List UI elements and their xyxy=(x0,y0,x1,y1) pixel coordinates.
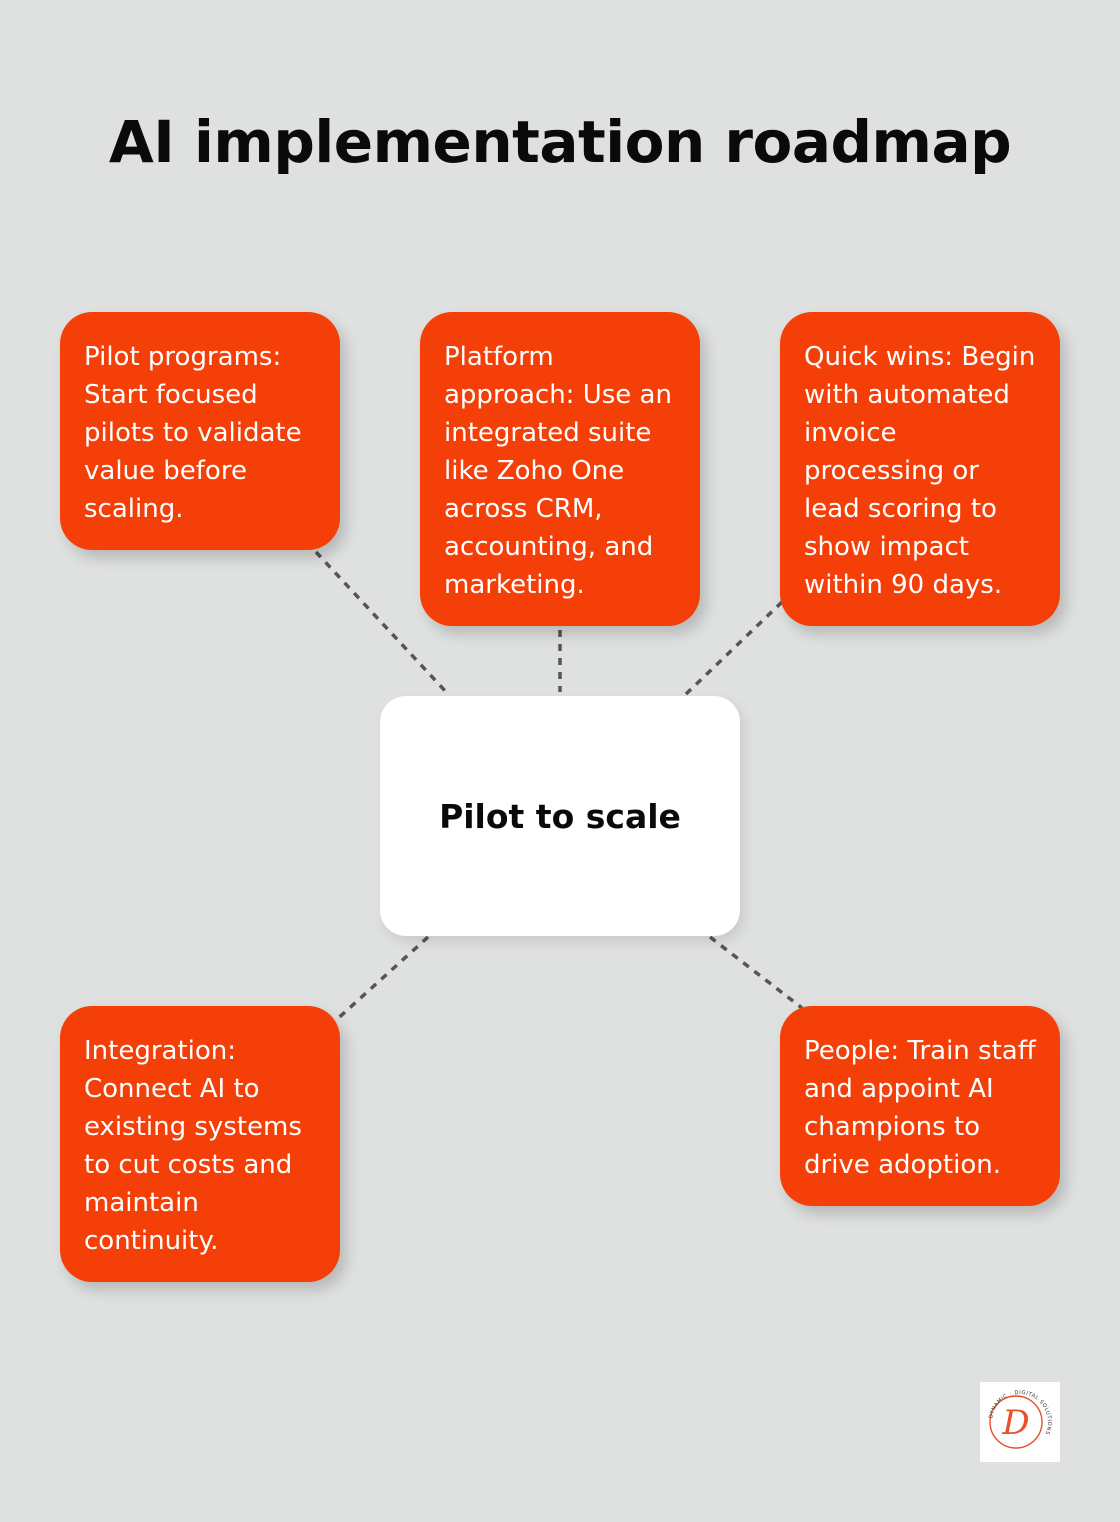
brand-logo: D DYNAMIC · DIGITAL SOLUTIONS xyxy=(980,1382,1060,1462)
connector-pilot-programs xyxy=(314,550,450,696)
card-pilot-programs: Pilot programs: Start focused pilots to … xyxy=(60,312,340,550)
logo-letter: D xyxy=(1001,1403,1029,1443)
card-people: People: Train staff and appoint AI champ… xyxy=(780,1006,1060,1206)
center-node: Pilot to scale xyxy=(380,696,740,936)
center-label: Pilot to scale xyxy=(439,796,681,836)
card-integration: Integration: Connect AI to existing syst… xyxy=(60,1006,340,1282)
connector-people xyxy=(708,935,804,1010)
connector-quick-wins xyxy=(684,600,784,696)
card-platform-approach: Platform approach: Use an integrated sui… xyxy=(420,312,700,626)
connector-integration xyxy=(332,935,430,1024)
logo-icon: D DYNAMIC · DIGITAL SOLUTIONS xyxy=(988,1390,1051,1449)
page-title: AI implementation roadmap xyxy=(108,108,1012,176)
card-quick-wins: Quick wins: Begin with automated invoice… xyxy=(780,312,1060,626)
